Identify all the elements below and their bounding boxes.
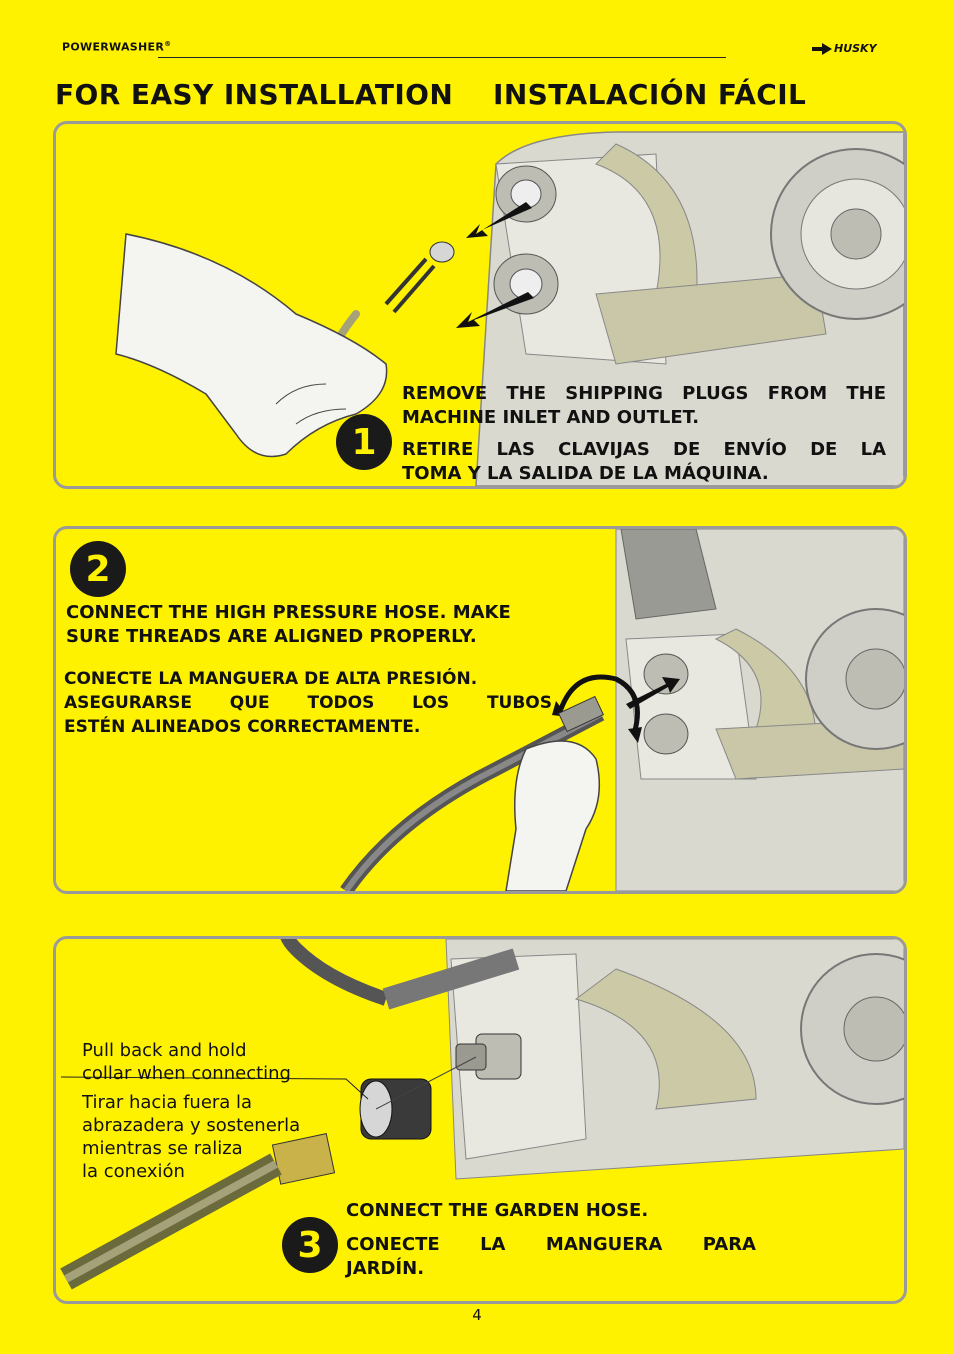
step-2-panel: 2 CONNECT THE HIGH PRESSURE HOSE. MAKE S… <box>53 526 907 894</box>
husky-arrow-icon <box>812 42 832 55</box>
step-1-badge: 1 <box>336 414 392 470</box>
step-2-text-en: CONNECT THE HIGH PRESSURE HOSE. MAKE SUR… <box>66 602 511 647</box>
step-3-text-en: CONNECT THE GARDEN HOSE. <box>346 1200 649 1221</box>
step-2-illustration <box>340 529 904 891</box>
step-3-badge: 3 <box>282 1217 338 1273</box>
step-1-text-es: RETIRE LAS CLAVIJAS DE ENVÍO DE LA TOMA … <box>402 439 886 484</box>
step-1-illustration <box>115 131 904 486</box>
step-3-note-en: Pull back and hold collar when connectin… <box>82 1040 291 1084</box>
husky-logo: HUSKY <box>812 42 877 55</box>
step-3-text-es: CONECTE LA MANGUERA PARA JARDÍN. <box>346 1234 756 1279</box>
step-3-panel: Pull back and hold collar when connectin… <box>53 936 907 1304</box>
brand-name: POWERWASHER® <box>62 40 172 54</box>
step-2-text-es: CONECTE LA MANGUERA DE ALTA PRESIÓN. ASE… <box>64 669 552 737</box>
step-1-text-en: REMOVE THE SHIPPING PLUGS FROM THE MACHI… <box>402 383 886 428</box>
page-title-es: INSTALACIÓN FÁCIL <box>493 78 807 111</box>
step-1-panel: 1 REMOVE THE SHIPPING PLUGS FROM THE MAC… <box>53 121 907 489</box>
header-rule <box>158 57 726 58</box>
page-number: 4 <box>472 1306 482 1324</box>
step-3-illustration <box>60 939 904 1290</box>
page-title-en: FOR EASY INSTALLATION <box>55 78 454 111</box>
step-3-note-es: Tirar hacia fuera la abrazadera y sosten… <box>82 1092 301 1182</box>
step-2-badge: 2 <box>70 541 126 597</box>
